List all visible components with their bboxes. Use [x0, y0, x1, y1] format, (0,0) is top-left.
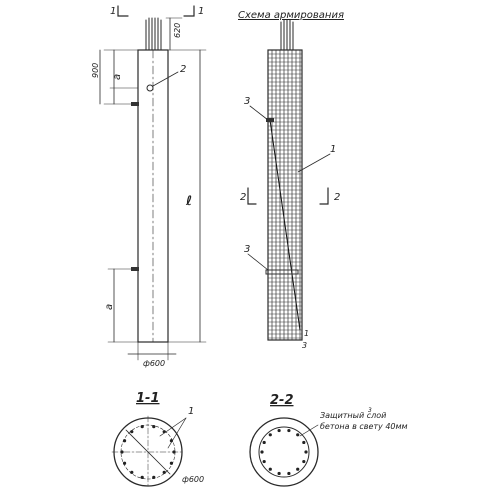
section-1-1: 1-1 1 ф600	[111, 391, 204, 489]
section-tag-2-right: 2	[334, 192, 340, 203]
longitudinal-bar-dot	[277, 428, 281, 433]
longitudinal-bar-dot	[268, 467, 272, 471]
dim-a-upper: a	[112, 74, 123, 80]
longitudinal-bar-dot	[130, 430, 134, 434]
section-tag-1-left: 1	[110, 6, 116, 17]
dim-620: 620	[173, 23, 182, 38]
section-1-1-diameter: ф600	[182, 475, 204, 484]
longitudinal-bar-dot	[122, 461, 127, 465]
section-tag-1-right: 1	[198, 6, 204, 17]
section-2-2: 2-2 Защитный слой 3 бетона в свету 40мм	[249, 393, 408, 487]
longitudinal-bar-dot	[287, 428, 291, 433]
embed-scheme-lower	[265, 269, 299, 275]
section-1-1-callout: 1	[188, 406, 194, 417]
callout-3-lower: 3	[244, 244, 250, 255]
section-tag-2-left: 2	[240, 192, 246, 203]
longitudinal-bar-dot	[296, 467, 300, 471]
dim-900: 900	[91, 63, 100, 78]
cage-grid	[268, 50, 302, 340]
callout-2: 2	[180, 64, 186, 75]
protective-layer-superscript: 3	[368, 407, 372, 414]
section-1-1-title: 1-1	[136, 391, 160, 406]
cage-outline	[267, 49, 303, 341]
dim-a-lower: a	[104, 304, 115, 310]
longitudinal-bar-dot	[277, 471, 281, 476]
protective-layer-note-2: бетона в свету 40мм	[320, 422, 408, 431]
protective-layer-note-1: Защитный слой	[320, 411, 386, 420]
dim-diameter: ф600	[143, 359, 165, 368]
longitudinal-bar-dot	[130, 470, 134, 474]
protruding-bars	[145, 17, 162, 51]
longitudinal-bar-dot	[122, 439, 127, 443]
section-arrow-left	[117, 5, 129, 17]
longitudinal-bar-dot	[302, 440, 306, 445]
callout-1-bottom: 1	[304, 329, 309, 338]
embed-scheme-upper	[266, 118, 274, 122]
section-2-2-title: 2-2	[270, 393, 294, 408]
section-2-2-cage	[258, 426, 310, 478]
scheme-title: Схема армирования	[238, 10, 344, 21]
longitudinal-bar-dot	[260, 450, 264, 454]
section-arrow-right	[183, 5, 195, 17]
longitudinal-bar-dot	[304, 450, 308, 454]
section-2-2-outline	[249, 417, 319, 487]
longitudinal-bar-dot	[268, 433, 272, 437]
embed-lower	[131, 267, 139, 271]
embed-upper	[131, 102, 139, 106]
longitudinal-bar-dot	[140, 425, 144, 429]
section-2-2-bars	[260, 428, 308, 476]
lifting-loop	[146, 84, 154, 92]
longitudinal-bar-dot	[162, 470, 166, 474]
longitudinal-bar-dot	[287, 471, 291, 476]
longitudinal-bar-dot	[262, 440, 266, 445]
longitudinal-bar-dot	[152, 425, 156, 429]
column-elevation: 1 1 620 2 900 a	[91, 5, 207, 368]
cage-diagonal	[269, 119, 301, 331]
callout-1: 1	[330, 144, 336, 155]
callout-3-bottom: 3	[302, 341, 307, 350]
longitudinal-bar-dot	[262, 459, 266, 464]
longitudinal-bar-dot	[169, 461, 174, 465]
longitudinal-bar-dot	[302, 459, 306, 464]
longitudinal-bar-dot	[296, 433, 300, 437]
dim-length: ℓ	[185, 194, 192, 209]
longitudinal-bar-dot	[152, 475, 156, 479]
callout-3-upper: 3	[244, 96, 250, 107]
reinforcement-scheme: Схема армирования 3 1 2 2 3 1 3	[238, 10, 344, 350]
longitudinal-bar-dot	[140, 475, 144, 479]
